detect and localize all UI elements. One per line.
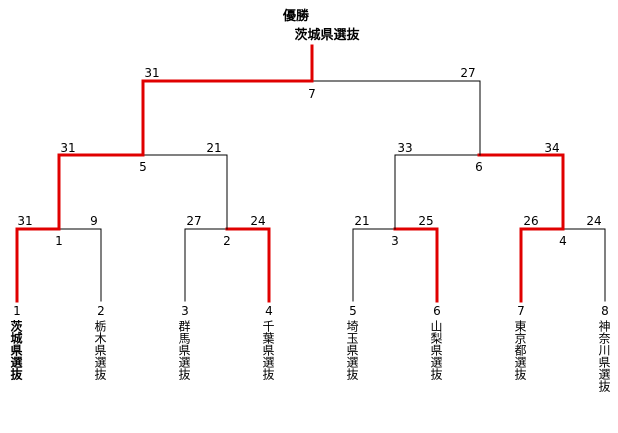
team-seed-6: 6 [433,304,441,318]
team-seed-5: 5 [349,304,357,318]
score-r1m3-left: 21 [354,214,370,228]
team-name-8: 神奈川県選抜 [597,320,611,392]
match-number-3: 3 [391,234,399,248]
team-name-4: 千葉県選抜 [261,320,275,380]
team-name-2: 栃木県選抜 [93,320,107,380]
score-r1m2-right: 24 [250,214,266,228]
score-r1m3-right: 25 [418,214,434,228]
team-seed-7: 7 [517,304,525,318]
score-r1m4-left: 26 [523,214,539,228]
team-name-7: 東京都選抜 [513,320,527,380]
score-r1m1-left: 31 [17,214,33,228]
team-seed-8: 8 [601,304,609,318]
team-seed-3: 3 [181,304,189,318]
score-final-left: 31 [144,66,160,80]
match-number-final: 7 [308,87,316,101]
match-number-semi2: 6 [475,160,483,174]
score-semi2-left: 33 [397,141,413,155]
match-number-semi1: 5 [139,160,147,174]
team-name-3: 群馬県選抜 [177,320,191,380]
team-seed-4: 4 [265,304,273,318]
champion-label: 優勝 [282,9,310,24]
champion-name: 茨城県選抜 [294,28,360,43]
team-seed-2: 2 [97,304,105,318]
match-number-1: 1 [55,234,63,248]
team-name-5: 埼玉県選抜 [345,320,359,380]
score-semi2-right: 34 [544,141,560,155]
team-name-6: 山梨県選抜 [429,320,443,380]
score-semi1-left: 31 [60,141,76,155]
team-seed-1: 1 [13,304,21,318]
score-semi1-right: 21 [206,141,222,155]
match-number-4: 4 [559,234,567,248]
score-r1m4-right: 24 [586,214,602,228]
team-name-1: 茨城県選抜 [9,320,23,380]
score-r1m2-left: 27 [186,214,202,228]
score-final-right: 27 [460,66,476,80]
score-r1m1-right: 9 [90,214,98,228]
match-number-2: 2 [223,234,231,248]
